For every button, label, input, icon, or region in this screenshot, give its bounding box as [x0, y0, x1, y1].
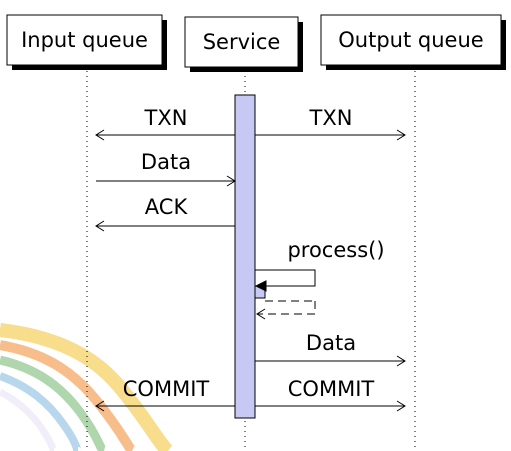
message-label-process: process()	[287, 238, 384, 262]
message-txn-to-output: TXN	[255, 106, 406, 141]
message-label-txn-in: TXN	[144, 106, 188, 130]
message-process-return	[256, 300, 316, 320]
message-ack: ACK	[95, 195, 235, 232]
message-txn-to-input: TXN	[95, 106, 235, 141]
actor-output-queue: Output queue	[320, 14, 506, 70]
activation-bar-service	[234, 94, 256, 419]
actor-label-service: Service	[203, 30, 281, 54]
message-commit-to-output: COMMIT	[255, 377, 406, 412]
message-label-commit-in: COMMIT	[123, 377, 210, 401]
message-process-call: process()	[254, 238, 385, 292]
message-data-out: Data	[255, 331, 406, 367]
actor-service: Service	[184, 16, 303, 72]
message-data-in: Data	[96, 150, 236, 187]
message-label-data-out: Data	[306, 331, 356, 355]
message-label-txn-out: TXN	[309, 106, 353, 130]
message-label-data-in: Data	[141, 150, 191, 174]
message-commit-to-input: COMMIT	[95, 377, 235, 412]
actor-label-input: Input queue	[21, 28, 148, 52]
message-label-commit-out: COMMIT	[288, 377, 375, 401]
actor-label-output: Output queue	[338, 28, 483, 52]
message-label-ack: ACK	[145, 195, 189, 219]
decorative-swoosh	[0, 323, 173, 451]
actor-input-queue: Input queue	[6, 14, 167, 70]
